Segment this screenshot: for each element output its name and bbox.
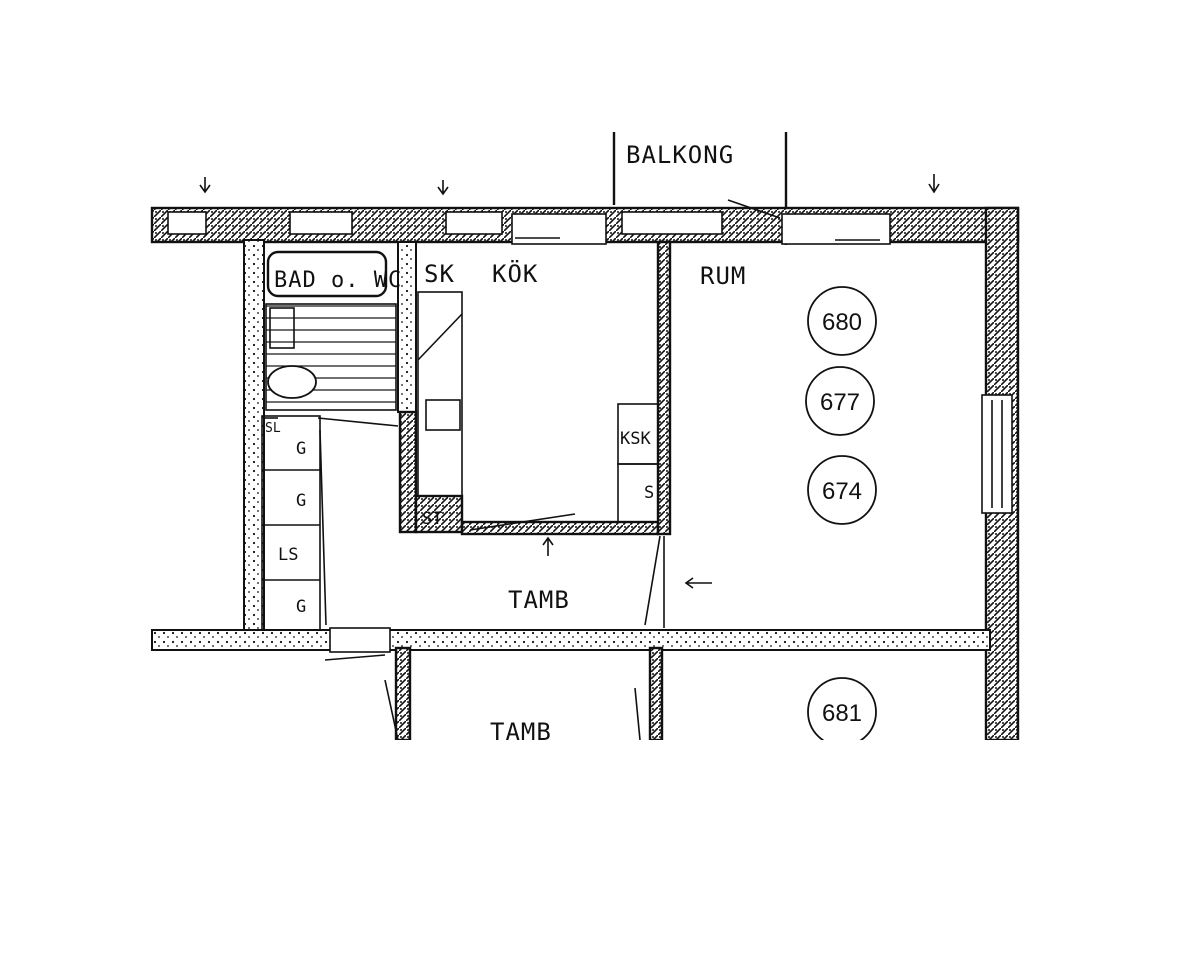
bathroom-fixtures	[265, 250, 399, 427]
label-balkong: BALKONG	[626, 141, 734, 169]
exterior-wall-right	[981, 206, 1020, 742]
label-ls: LS	[278, 545, 298, 565]
label-s: S	[644, 483, 654, 503]
label-sk: SK	[424, 260, 455, 288]
label-st: ST	[422, 509, 442, 529]
closets	[261, 415, 327, 631]
label-tamb-upper: TAMB	[508, 586, 570, 614]
svg-text:677: 677	[820, 389, 860, 416]
label-g1: G	[296, 439, 306, 459]
left-wall	[243, 239, 265, 633]
label-sl: SL	[265, 421, 281, 436]
circle-680: 680	[807, 286, 877, 356]
label-bad-wc: BAD o. WC	[274, 268, 402, 293]
svg-text:680: 680	[822, 309, 862, 336]
label-g2: G	[296, 491, 306, 511]
circle-677: 677	[805, 366, 875, 436]
svg-text:674: 674	[822, 478, 862, 505]
label-kok: KÖK	[492, 259, 538, 288]
label-rum: RUM	[700, 262, 746, 290]
exterior-wall-top	[150, 199, 1020, 245]
interior-walls	[394, 240, 672, 742]
doors	[384, 513, 665, 741]
label-ksk: KSK	[620, 429, 651, 449]
kitchen-fixtures	[417, 291, 659, 523]
arrows	[199, 174, 940, 589]
circle-681: 681	[807, 677, 877, 747]
circle-674: 674	[807, 455, 877, 525]
corridor-wall	[151, 627, 991, 661]
svg-text:681: 681	[822, 700, 862, 727]
label-g3: G	[296, 597, 306, 617]
